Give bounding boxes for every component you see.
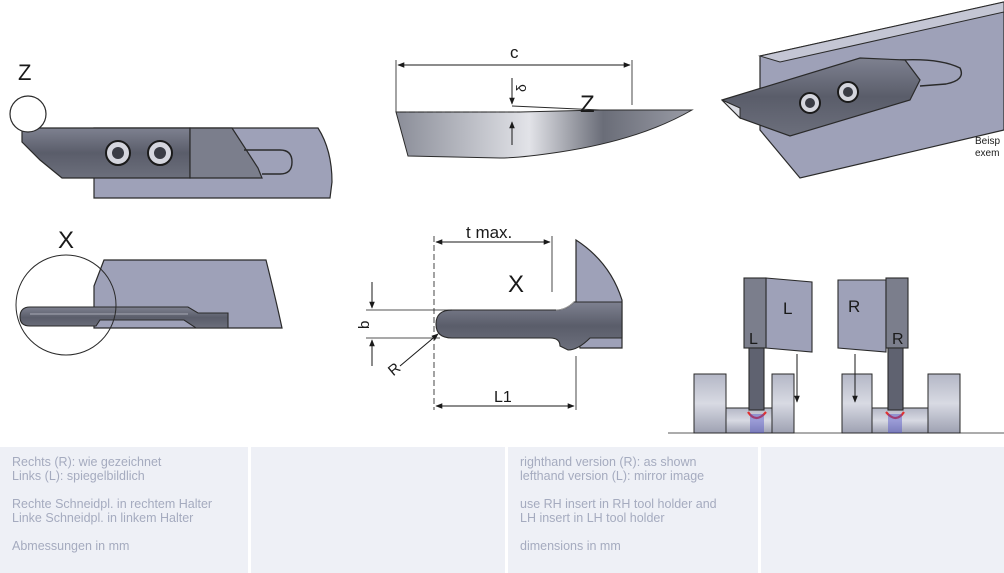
screw-icon [105, 140, 131, 166]
detail-circle-x [15, 254, 117, 356]
z-detail-view [395, 60, 694, 159]
note-de-version-left: Links (L): spiegelbildlich [12, 469, 145, 483]
dimension-r-label: R [385, 359, 404, 379]
example-note-line2: exem [975, 148, 999, 159]
note-en-dimensions: dimensions in mm [520, 539, 621, 553]
insert-label-left: L [749, 331, 758, 348]
notes-german: Rechts (R): wie gezeichnet Links (L): sp… [0, 447, 248, 573]
view-label-x: X [58, 227, 74, 254]
note-de-insert-left: Linke Schneidpl. in linkem Halter [12, 511, 194, 525]
dimension-b-label: b [356, 321, 373, 329]
screw-icon [799, 92, 821, 114]
technical-drawing: Z c δ Z Beisp exem X [9, 1, 1004, 434]
note-en-insert-right: use RH insert in RH tool holder and [520, 497, 717, 511]
notes-blank-2 [761, 447, 1004, 573]
view-label-z-detail: Z [580, 91, 595, 118]
example-note-line1: Beisp [975, 136, 1000, 147]
notes-panel: Rechts (R): wie gezeichnet Links (L): sp… [0, 447, 1004, 573]
dimension-c-label: c [510, 43, 519, 62]
detail-circle-z [9, 95, 47, 133]
view-label-z: Z [18, 60, 31, 85]
insert-label-right: R [892, 331, 904, 348]
dimension-l1-label: L1 [494, 389, 512, 406]
side-view-holder [9, 95, 333, 199]
holder-label-left: L [783, 299, 792, 318]
view-label-x-detail: X [508, 271, 524, 298]
dimension-angle-label: δ [513, 84, 529, 92]
screw-icon [147, 140, 173, 166]
dimension-tmax-label: t max. [466, 223, 512, 242]
x-view [15, 254, 283, 356]
hand-version-view [668, 277, 1004, 434]
note-en-version-right: righthand version (R): as shown [520, 455, 697, 469]
example-3d-view [720, 1, 1004, 179]
notes-english: righthand version (R): as shown lefthand… [508, 447, 758, 573]
holder-label-right: R [848, 297, 860, 316]
x-detail-view [366, 236, 623, 410]
note-de-insert-right: Rechte Schneidpl. in rechtem Halter [12, 497, 213, 511]
note-de-version-right: Rechts (R): wie gezeichnet [12, 455, 162, 469]
notes-blank-1 [251, 447, 505, 573]
note-en-version-left: lefthand version (L): mirror image [520, 469, 705, 483]
screw-icon [837, 81, 859, 103]
note-de-dimensions: Abmessungen in mm [12, 539, 130, 553]
note-en-insert-left: LH insert in LH tool holder [520, 511, 665, 525]
